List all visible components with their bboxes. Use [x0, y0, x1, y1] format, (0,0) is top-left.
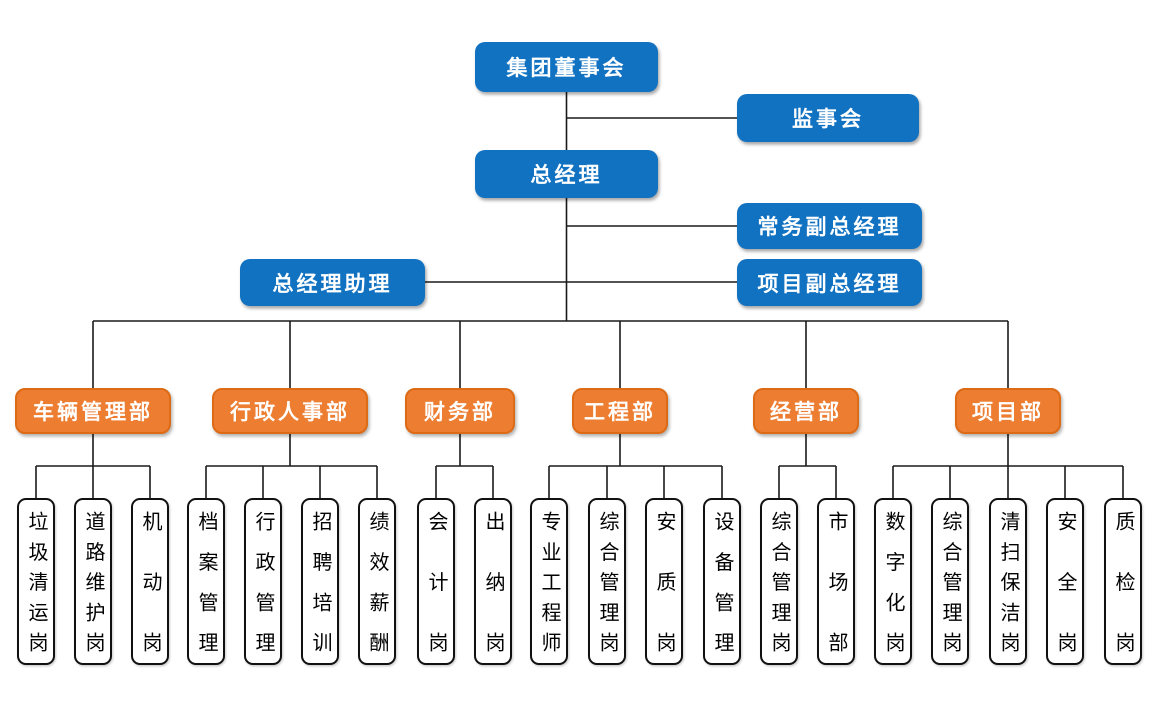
position-box: 安质岗	[645, 498, 683, 665]
position-box: 质检岗	[1104, 498, 1142, 665]
dept-operations-label: 经营部	[770, 400, 842, 424]
position-box: 会计岗	[417, 498, 455, 665]
dept-finance-label: 财务部	[424, 400, 496, 424]
position-box: 市场部	[817, 498, 855, 665]
position-box: 机动岗	[131, 498, 169, 665]
node-supervisory-board-label: 监事会	[792, 107, 864, 131]
dept-engineering-label: 工程部	[584, 400, 656, 424]
position-box: 综合管理岗	[588, 498, 626, 665]
dept-finance: 财务部	[405, 388, 515, 434]
node-gm-assistant: 总经理助理	[240, 259, 425, 306]
node-project-deputy-gm-label: 项目副总经理	[757, 271, 902, 296]
dept-project: 项目部	[955, 388, 1061, 434]
position-box: 行政管理	[244, 498, 282, 665]
position-box: 垃圾清运岗	[17, 498, 55, 665]
node-general-manager-label: 总经理	[530, 163, 603, 187]
position-box: 设备管理	[703, 498, 741, 665]
position-box: 安全岗	[1046, 498, 1084, 665]
node-board: 集团董事会	[475, 42, 658, 92]
node-supervisory-board: 监事会	[737, 94, 919, 142]
dept-vehicle-management-label: 车辆管理部	[33, 400, 153, 424]
position-box: 清扫保洁岗	[989, 498, 1027, 665]
node-executive-deputy-gm: 常务副总经理	[737, 203, 922, 249]
dept-vehicle-management: 车辆管理部	[15, 388, 171, 434]
node-project-deputy-gm: 项目副总经理	[737, 259, 922, 306]
position-box: 绩效薪酬	[358, 498, 396, 665]
node-board-label: 集团董事会	[506, 56, 627, 80]
position-box: 档案管理	[187, 498, 225, 665]
dept-admin-hr: 行政人事部	[212, 388, 368, 434]
node-executive-deputy-gm-label: 常务副总经理	[757, 215, 902, 239]
position-box: 道路维护岗	[74, 498, 112, 665]
position-box: 招聘培训	[301, 498, 339, 665]
position-box: 综合管理岗	[760, 498, 798, 665]
position-box: 数字化岗	[874, 498, 912, 665]
node-general-manager: 总经理	[475, 150, 658, 198]
dept-operations: 经营部	[753, 388, 859, 434]
dept-admin-hr-label: 行政人事部	[230, 400, 350, 424]
position-box: 综合管理岗	[931, 498, 969, 665]
position-box: 专业工程师	[530, 498, 568, 665]
dept-project-label: 项目部	[972, 400, 1044, 424]
position-box: 出纳岗	[474, 498, 512, 665]
dept-engineering: 工程部	[572, 388, 668, 434]
node-gm-assistant-label: 总经理助理	[272, 271, 393, 296]
